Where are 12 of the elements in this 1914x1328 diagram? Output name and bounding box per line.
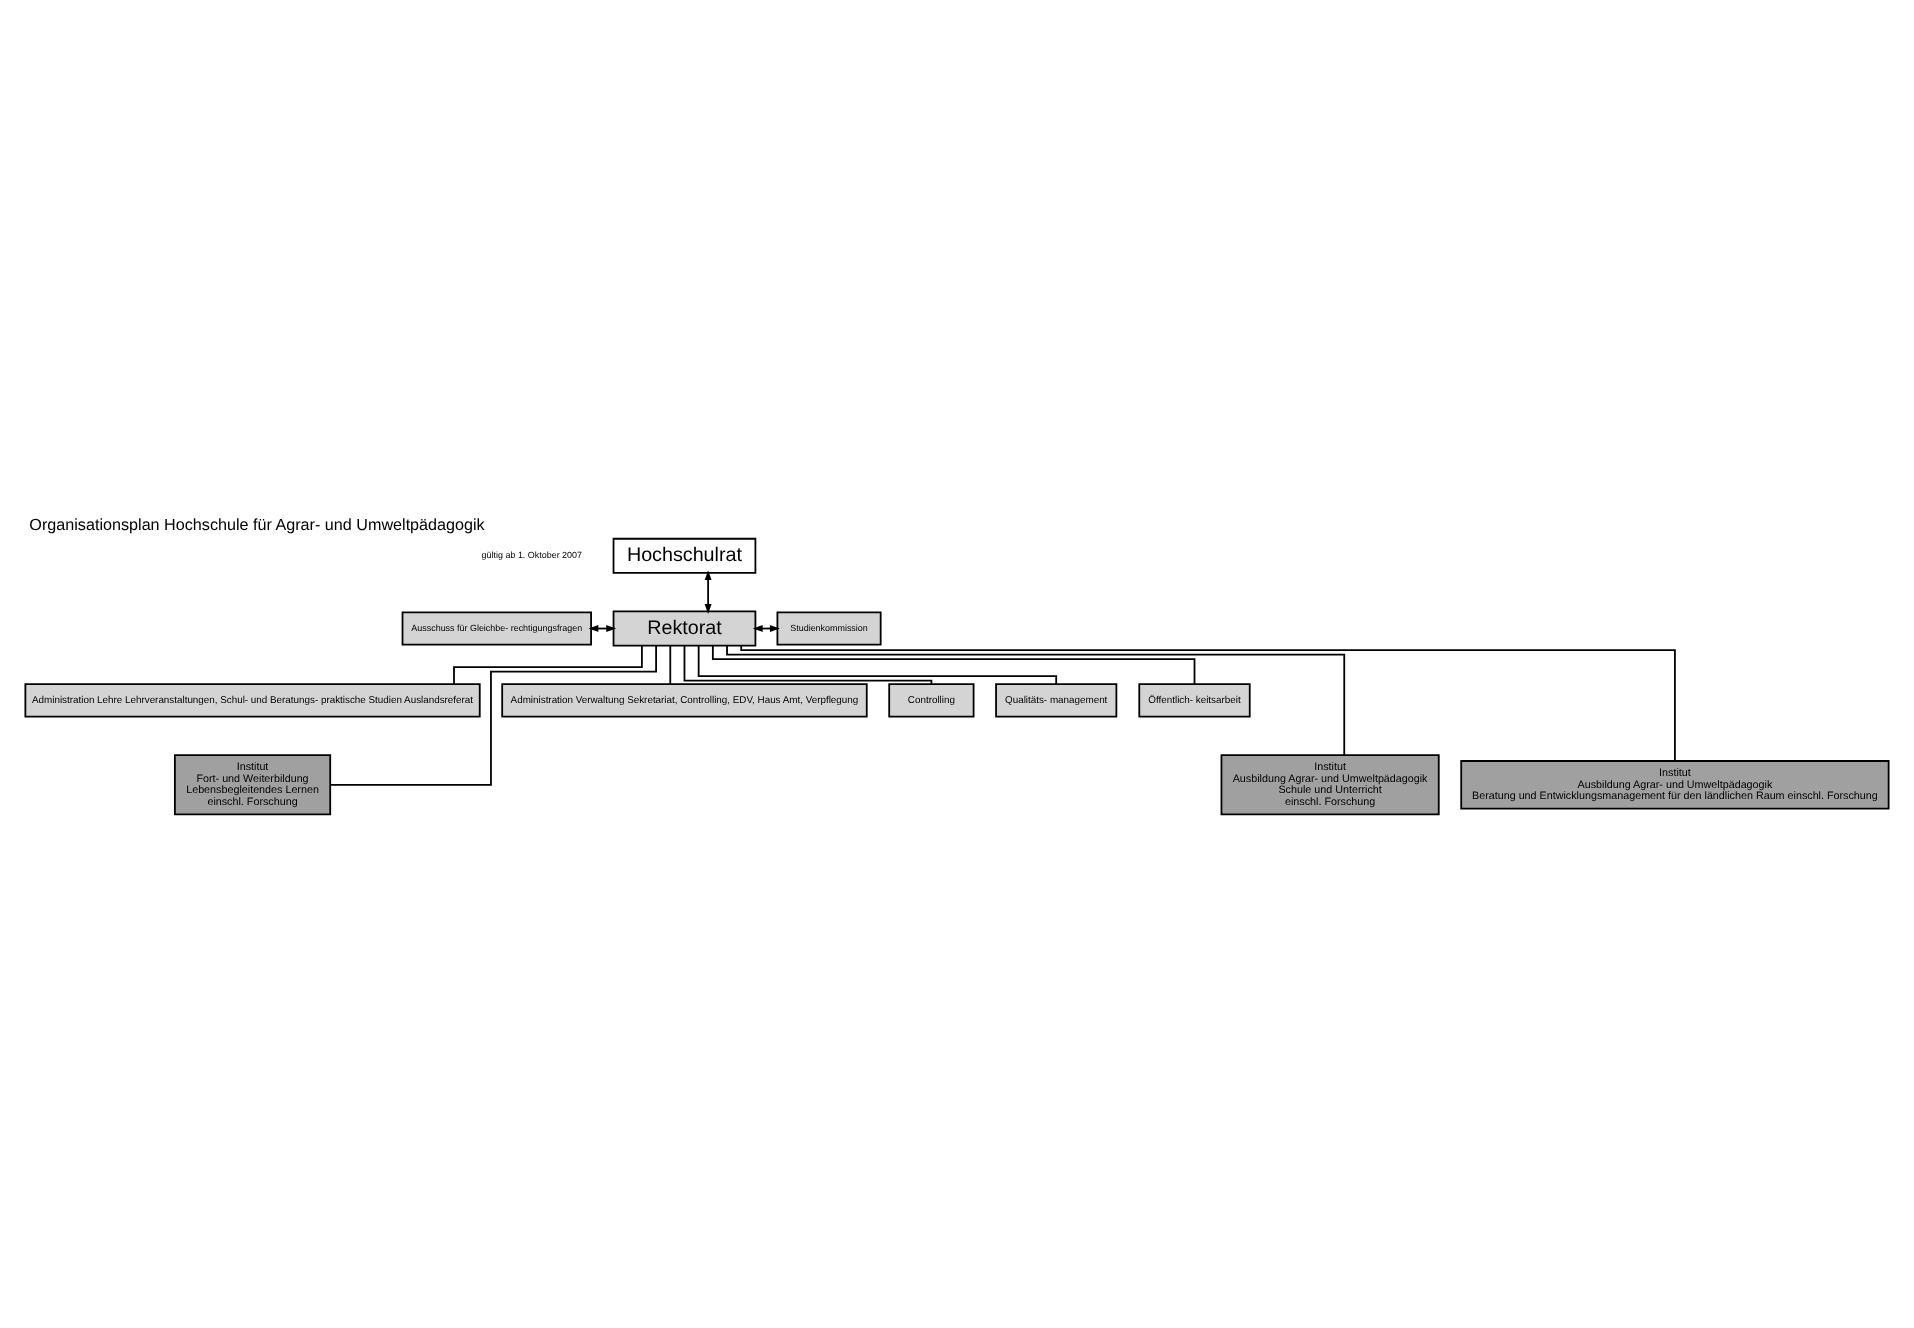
diagram-title: Organisationsplan Hochschule für Agrar- und Umweltpädagogik <box>29 516 485 535</box>
node-box: Rektorat <box>612 610 757 647</box>
connector <box>683 644 933 685</box>
connector <box>726 644 1346 756</box>
connector <box>711 645 1196 685</box>
connector <box>329 644 657 786</box>
arrow <box>704 570 712 614</box>
connector <box>697 644 1058 685</box>
connector <box>669 645 672 685</box>
connector <box>453 644 643 686</box>
connector <box>740 645 1676 762</box>
node-box: Hochschulrat <box>612 537 757 574</box>
